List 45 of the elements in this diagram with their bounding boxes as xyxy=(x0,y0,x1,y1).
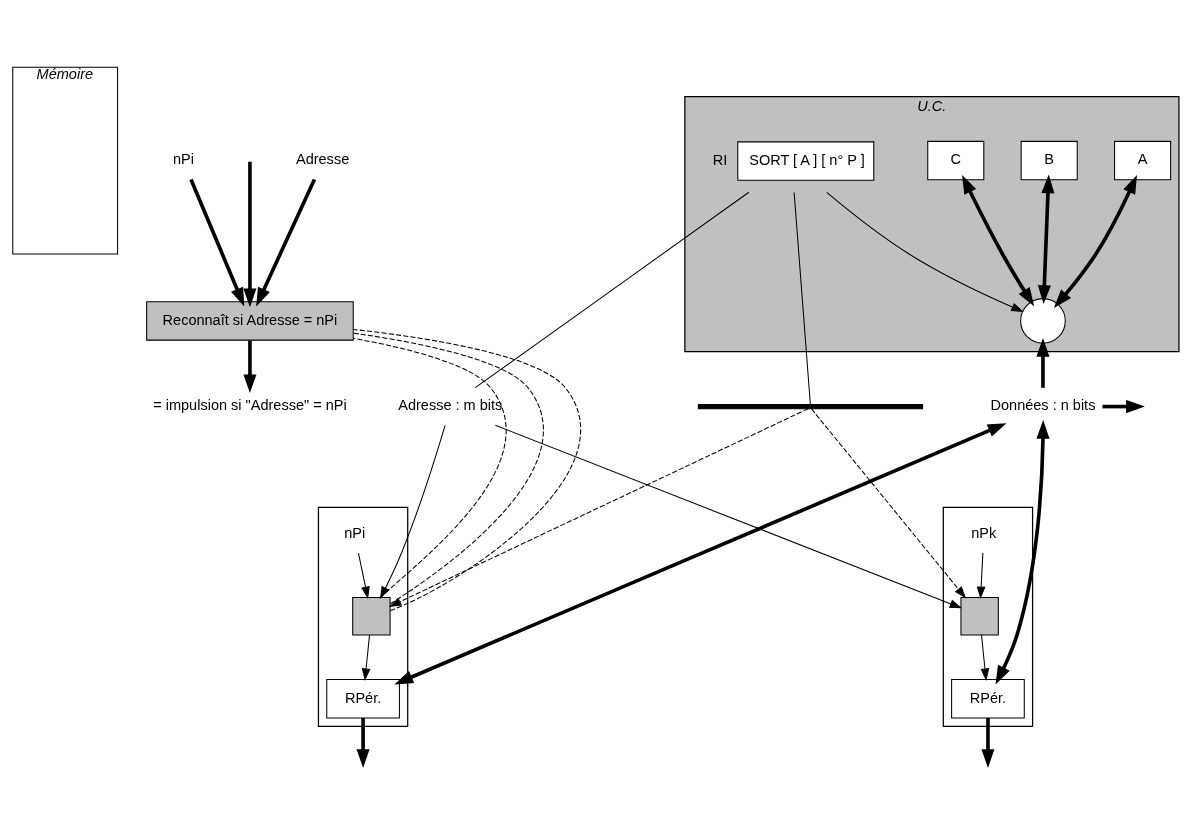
arrow xyxy=(1037,174,1055,304)
cluster xyxy=(942,506,1034,727)
arrow xyxy=(256,178,317,307)
arrow xyxy=(962,174,1035,307)
arrow xyxy=(811,408,967,599)
arrow xyxy=(976,552,986,600)
connector xyxy=(353,328,582,612)
arrow xyxy=(980,634,990,681)
node-box: Mémoire xyxy=(12,66,119,255)
cluster xyxy=(317,506,409,727)
arrow xyxy=(189,178,245,307)
node-box: RPér. xyxy=(951,679,1025,719)
arrow xyxy=(379,424,446,599)
node-box: B xyxy=(1020,140,1078,181)
arrow xyxy=(357,552,370,600)
node-text: = impulsion si "Adresse" = nPi xyxy=(153,397,347,414)
node-box: Reconnaît si Adresse = nPi xyxy=(146,301,354,341)
node-text: Données : n bits xyxy=(990,397,1096,414)
node-box: A xyxy=(1114,140,1172,181)
arrow xyxy=(494,424,963,609)
node-text: nPi xyxy=(173,151,194,168)
arrow xyxy=(1036,338,1050,388)
connector xyxy=(793,192,811,405)
node-box xyxy=(352,597,391,636)
node-label: RI xyxy=(712,151,728,168)
node-bar xyxy=(697,404,924,410)
node-text: Adresse : m bits xyxy=(398,397,503,414)
node-box: C xyxy=(927,140,985,181)
arrow xyxy=(995,419,1050,685)
arrow xyxy=(394,423,1007,685)
node-text: nPi xyxy=(344,525,366,542)
arrow xyxy=(1053,174,1137,308)
node-box xyxy=(960,597,999,636)
connector xyxy=(474,191,750,389)
arrow xyxy=(361,634,371,681)
arrow xyxy=(826,191,1024,312)
connector xyxy=(352,332,544,605)
arrow xyxy=(243,161,257,308)
node-text: Adresse xyxy=(295,151,350,168)
node-circle xyxy=(1020,298,1066,344)
arrow xyxy=(243,340,257,394)
connector xyxy=(352,337,507,599)
node-box: RPér. xyxy=(326,679,400,719)
node-text: nPk xyxy=(971,525,997,542)
arrow xyxy=(388,408,809,607)
